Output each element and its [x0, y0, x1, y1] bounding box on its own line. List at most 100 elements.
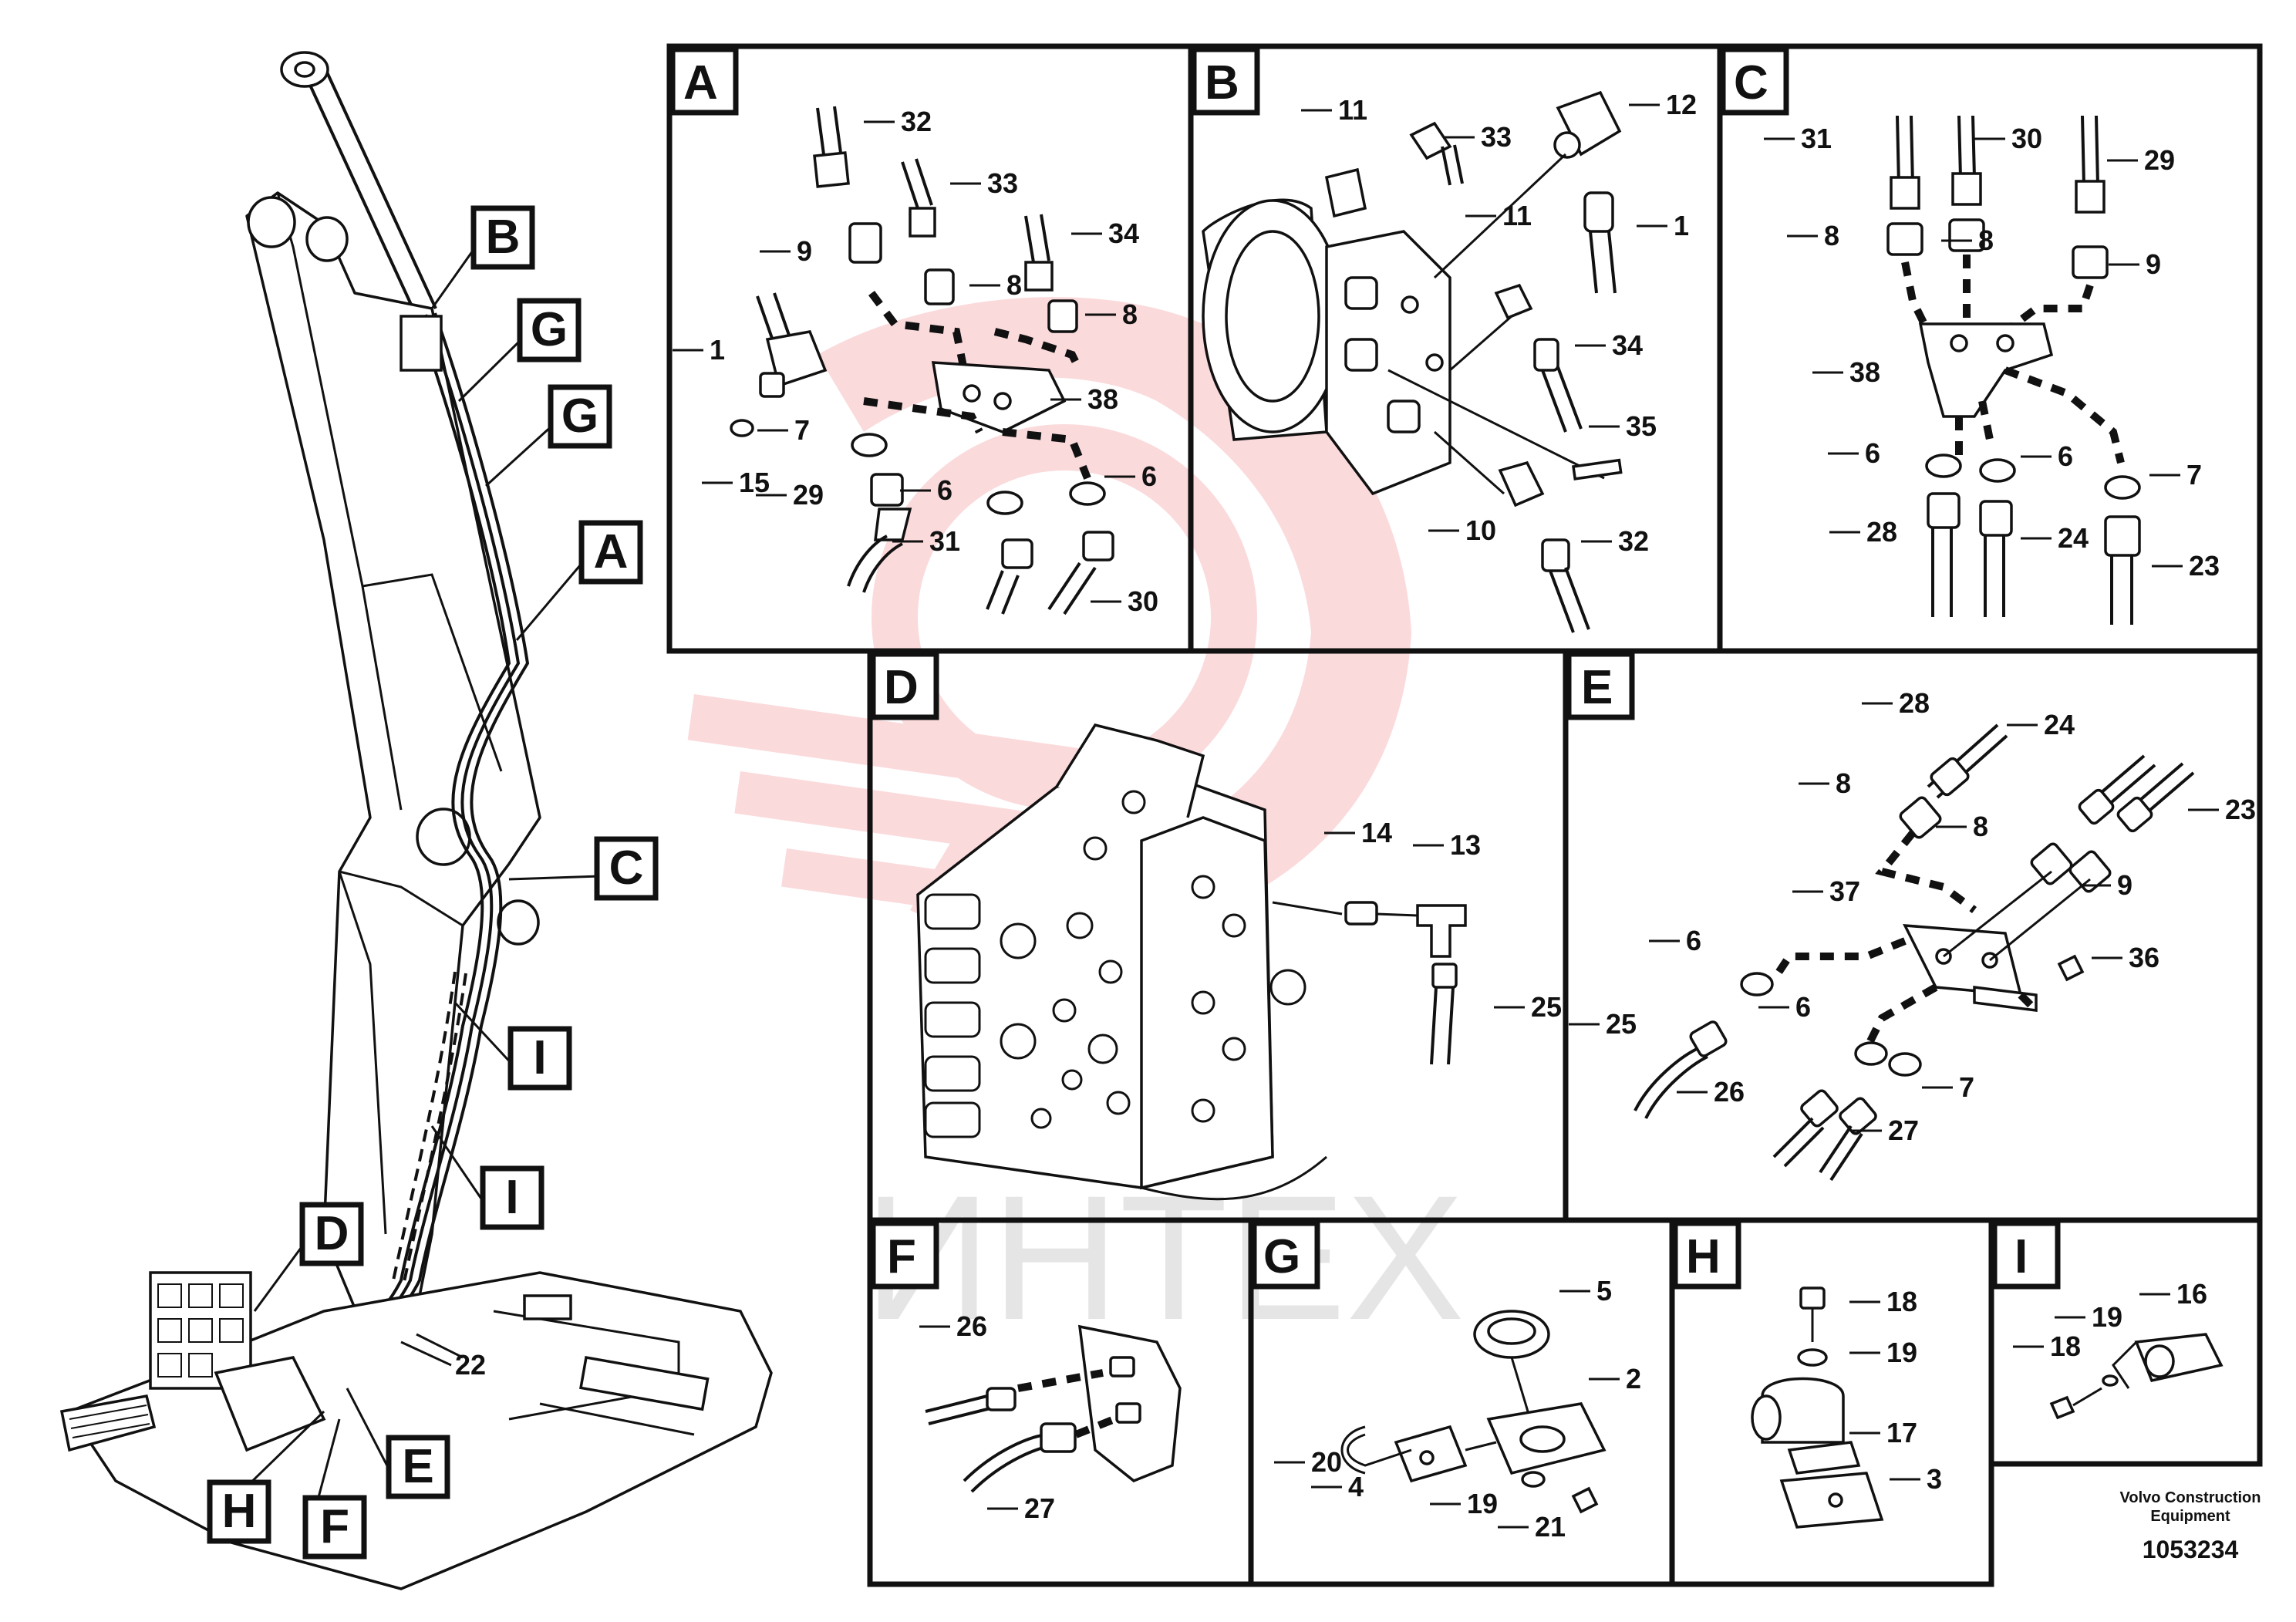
part-label-a-38: 38	[1050, 383, 1118, 415]
overview-callout-label: H	[222, 1485, 257, 1538]
panel-b-artwork	[1202, 90, 1623, 633]
svg-text:G: G	[1263, 1230, 1300, 1283]
overview-callout-i: I	[430, 1125, 544, 1230]
part-number: 18	[2050, 1330, 2081, 1362]
overview-callout-label: E	[402, 1440, 433, 1493]
part-label-c-8: 8	[1941, 224, 1994, 256]
part-label-h-18: 18	[1849, 1286, 1917, 1317]
overview-callout-i: I	[453, 1001, 572, 1091]
drawing-number: 1053234	[2143, 1536, 2239, 1563]
part-number: 38	[1849, 356, 1880, 388]
overview-callout-e: E	[346, 1388, 450, 1499]
part-label-b-34: 34	[1575, 329, 1643, 361]
boom-top-valve	[400, 315, 443, 372]
part-number: 27	[1888, 1114, 1919, 1146]
part-label-g-4: 4	[1311, 1471, 1364, 1502]
part-label-f-26: 26	[919, 1310, 987, 1342]
part-number: 9	[2146, 248, 2161, 280]
svg-text:F: F	[887, 1230, 916, 1283]
part-number: 6	[937, 474, 952, 506]
part-label-a-8: 8	[1085, 298, 1138, 330]
part-label-b-1: 1	[1637, 210, 1689, 241]
boom-cylinder	[280, 51, 437, 317]
panel-h-artwork	[1751, 1286, 1884, 1529]
part-number: 25	[1606, 1008, 1637, 1040]
part-label-i-16: 16	[2139, 1278, 2207, 1310]
panel-c-artwork	[1886, 115, 2141, 625]
part-label-c-30: 30	[1974, 123, 2042, 154]
part-number: 15	[739, 467, 770, 498]
part-number: 37	[1829, 875, 1860, 907]
panel-a-artwork	[730, 106, 1114, 615]
panel-e-tag: E	[1566, 651, 1635, 720]
part-number: 8	[1824, 220, 1839, 251]
part-number: 8	[1122, 298, 1138, 330]
part-number: 34	[1612, 329, 1643, 361]
part-number: 8	[1836, 767, 1851, 799]
panel-d-artwork	[916, 723, 1467, 1201]
overview-callout-label: C	[609, 841, 644, 895]
part-label-b-35: 35	[1589, 410, 1657, 442]
part-label-e-26: 26	[1677, 1076, 1745, 1108]
part-number: 17	[1886, 1417, 1917, 1448]
part-label-g-20: 20	[1274, 1446, 1342, 1478]
part-label-a-34: 34	[1071, 218, 1139, 249]
footer-block: Volvo Construction Equipment 1053234	[2120, 1489, 2261, 1563]
panel-g-artwork	[1340, 1310, 1607, 1514]
part-number: 31	[1801, 123, 1832, 154]
svg-text:I: I	[2014, 1230, 2028, 1283]
part-label-f-27: 27	[987, 1492, 1055, 1524]
part-number: 4	[1348, 1471, 1364, 1502]
panel-b-tag: B	[1191, 46, 1260, 116]
part-label-a-30: 30	[1091, 585, 1158, 617]
part-label-a-29: 29	[756, 479, 824, 511]
part-label-e-7: 7	[1922, 1071, 1974, 1103]
part-label-a-33: 33	[950, 167, 1018, 199]
part-label-a-7: 7	[757, 414, 810, 446]
part-number: 19	[1886, 1337, 1917, 1368]
part-label-a-1: 1	[673, 334, 725, 366]
panel-c-tag: C	[1720, 46, 1789, 116]
part-number: 2	[1626, 1363, 1641, 1394]
part-label-g-2: 2	[1589, 1363, 1641, 1394]
part-label-h-3: 3	[1890, 1463, 1942, 1495]
part-label-b-12: 12	[1629, 89, 1697, 120]
part-number: 8	[1978, 224, 1994, 256]
part-label-a-15: 15	[702, 467, 770, 498]
part-label-a-32: 32	[864, 106, 932, 137]
svg-text:D: D	[884, 661, 919, 714]
part-label-a-6: 6	[1104, 460, 1157, 492]
overview-callout-label: G	[561, 389, 598, 443]
part-label-c-9: 9	[2109, 248, 2161, 280]
panel-f-tag: F	[870, 1220, 939, 1290]
part-number: 11	[1502, 200, 1532, 231]
part-number: 38	[1087, 383, 1118, 415]
part-number: 9	[2117, 869, 2132, 901]
part-number: 30	[2011, 123, 2042, 154]
part-number: 31	[929, 525, 960, 557]
panel-i-frame	[1988, 1217, 2263, 1467]
part-number: 23	[2225, 794, 2256, 825]
overview-callout-a: A	[515, 520, 643, 641]
overview-callout-g: G	[484, 384, 612, 487]
part-number: 9	[797, 235, 812, 267]
part-number: 7	[2186, 459, 2202, 491]
part-label-e-24: 24	[2007, 709, 2075, 740]
overview-control-valve	[149, 1271, 252, 1390]
part-number: 34	[1108, 218, 1139, 249]
svg-text:C: C	[1734, 56, 1768, 110]
part-number: 28	[1899, 687, 1930, 719]
part-number: 19	[2092, 1301, 2122, 1333]
part-number: 25	[1531, 991, 1562, 1023]
svg-text:E: E	[1581, 661, 1613, 714]
part-number: 29	[2144, 144, 2175, 176]
part-label-c-31: 31	[1764, 123, 1832, 154]
part-number: 24	[2044, 709, 2075, 740]
part-label-c-28: 28	[1829, 516, 1897, 548]
part-label-a-6: 6	[900, 474, 952, 506]
part-number: 3	[1927, 1463, 1942, 1495]
panel-f-artwork	[925, 1324, 1182, 1493]
part-label-a-8: 8	[969, 269, 1022, 301]
